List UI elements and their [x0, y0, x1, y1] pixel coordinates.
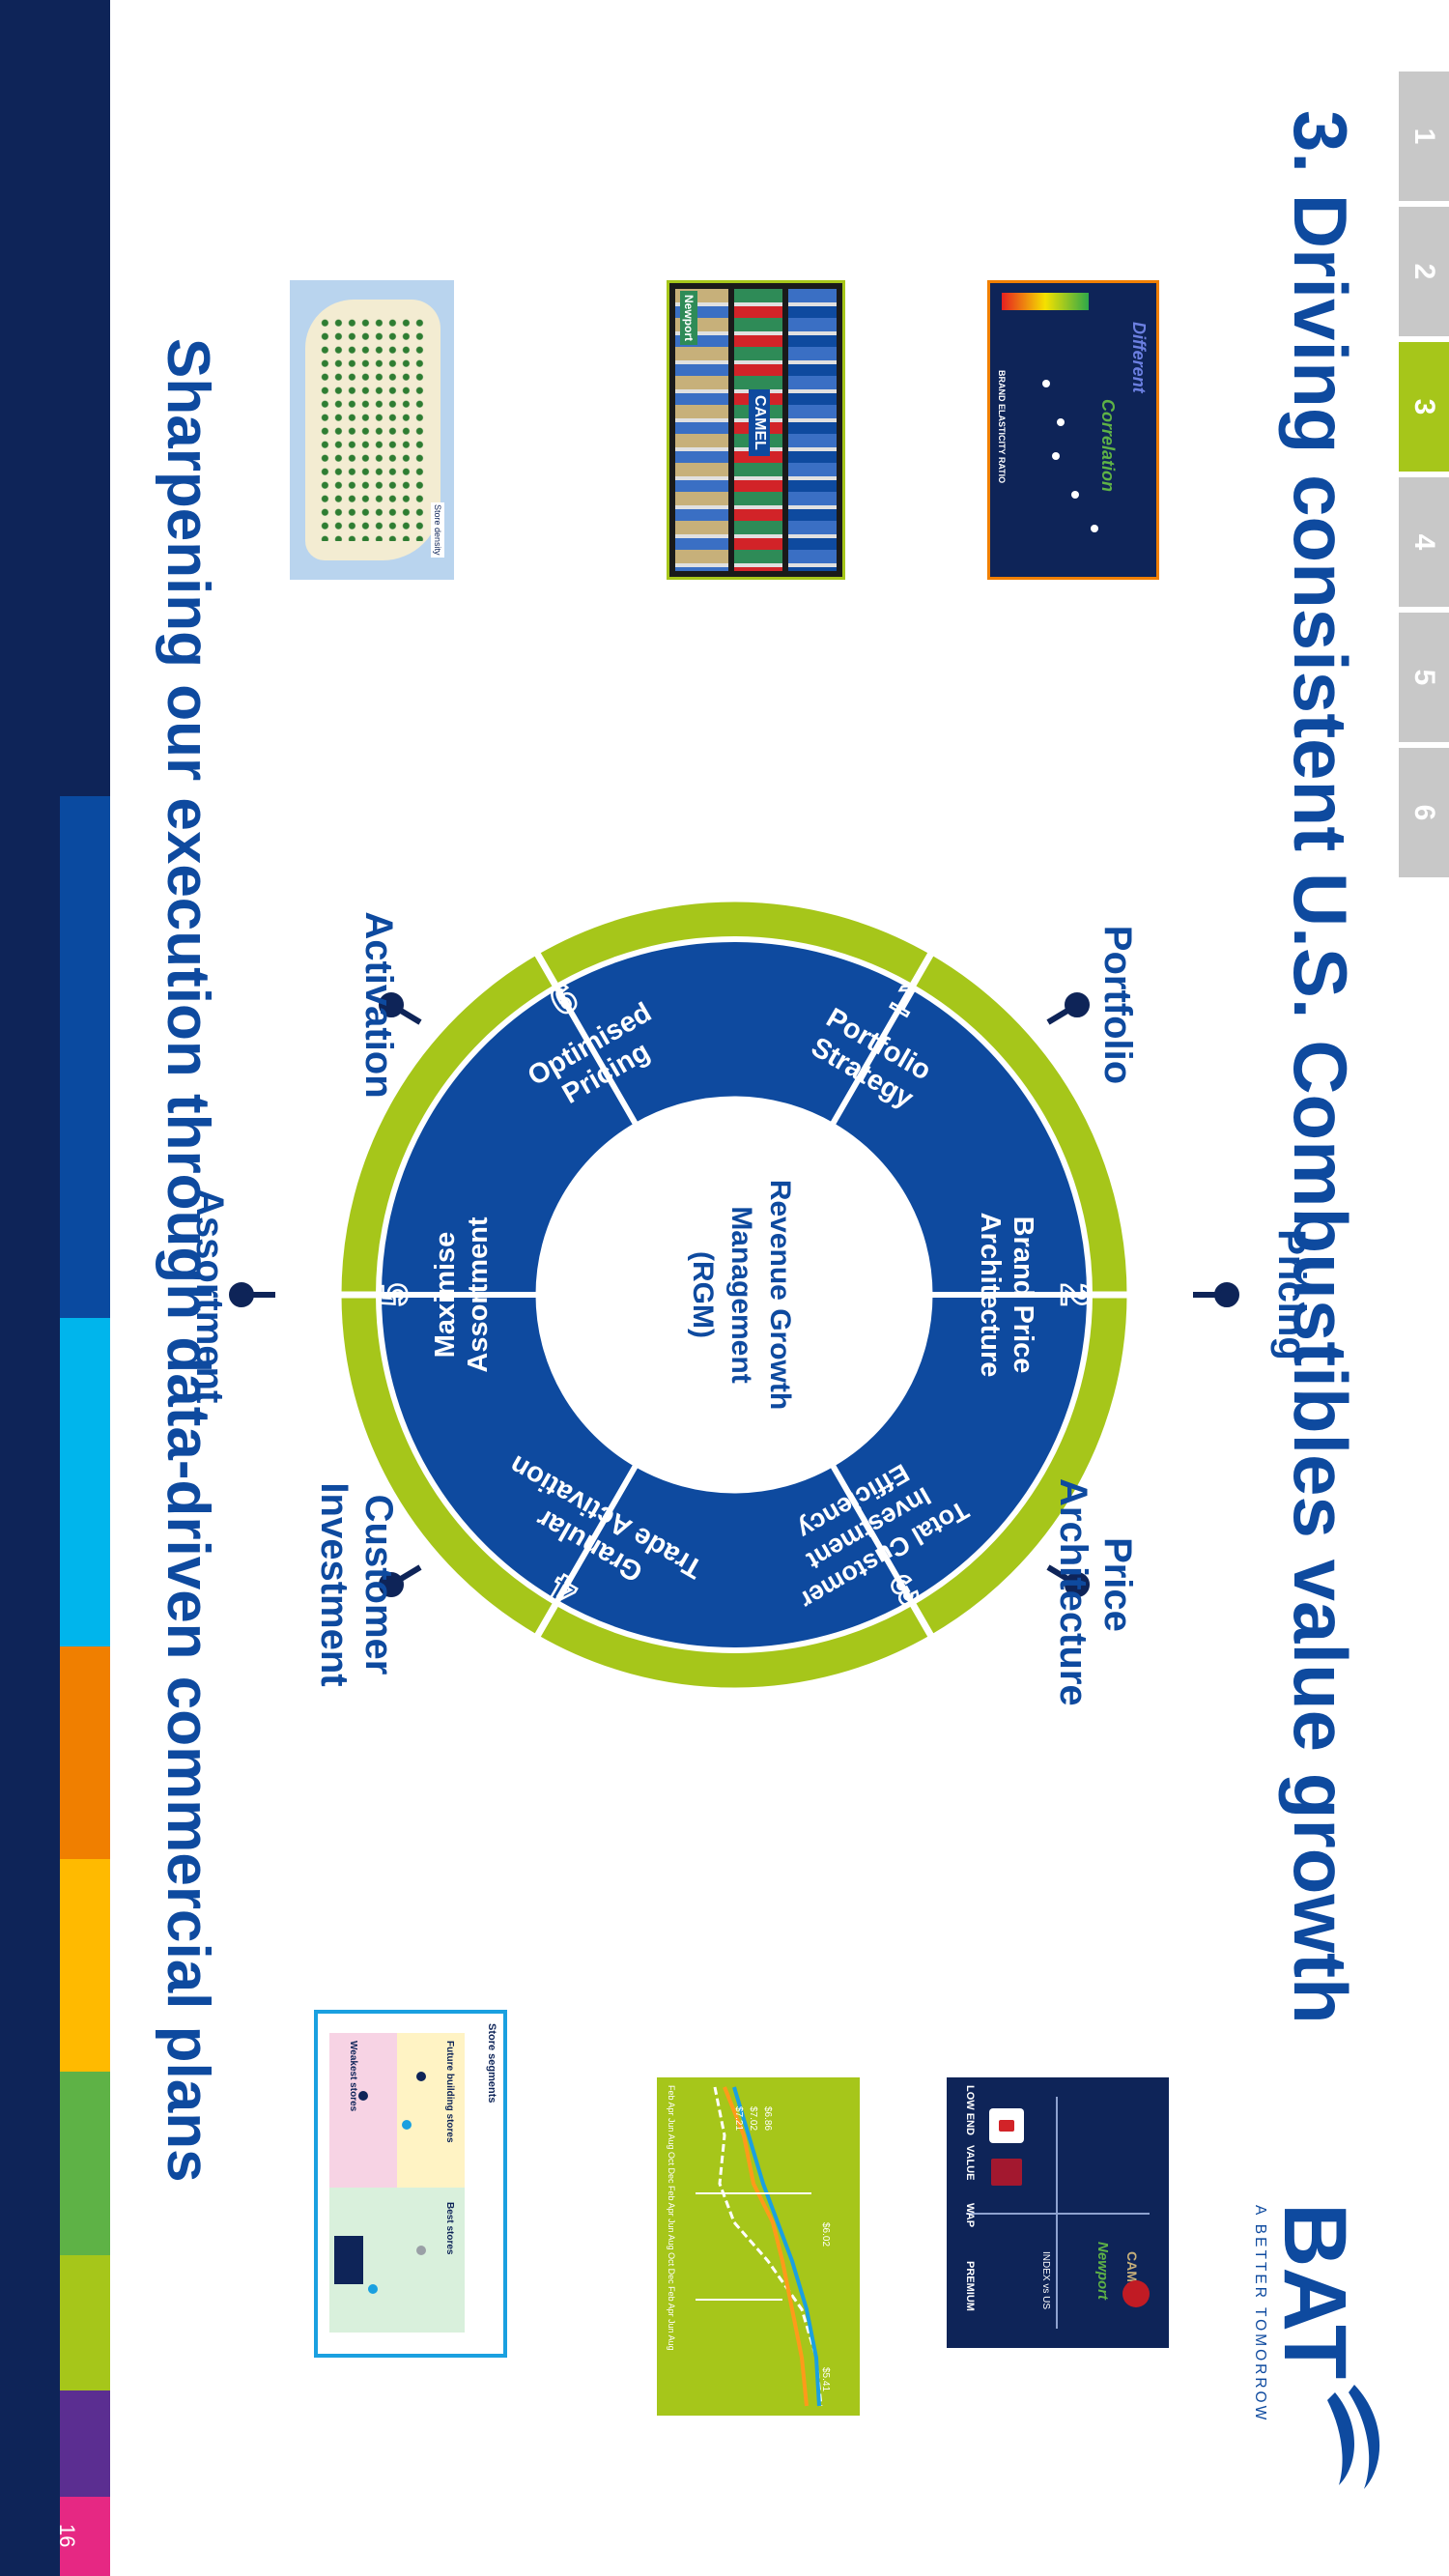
grid-premium: PREMIUM [964, 2261, 976, 2311]
logo-swoosh-lower [1327, 2392, 1354, 2485]
shelf-row-1 [788, 289, 837, 571]
grid-brand-logo-b [991, 2159, 1022, 2186]
grid-brand-newport: Newport [1094, 2242, 1111, 2300]
inner-segment-2 [828, 1292, 1094, 1607]
segment-5-line-2: Assortment [463, 1216, 494, 1372]
stripe-cyan [60, 1318, 110, 1646]
center-line-2: Management [725, 1206, 757, 1383]
segment-5-line-1: Maximise [430, 1232, 461, 1359]
grid-low-end: LOW END [964, 2085, 976, 2135]
shelf-brand-newport: Newport [680, 291, 697, 345]
trend-value-5: $5.41 [820, 2367, 831, 2392]
shelf-brand-camel: CAMEL [749, 389, 770, 456]
scatter-heading-b: Correlation [1098, 399, 1118, 493]
trend-line-1 [713, 2086, 823, 2407]
thumbnail-portfolio-grid: LOW END VALUE WAP PREMIUM INDEX vs US Ne… [947, 2077, 1169, 2348]
wheel-inner-ring [375, 936, 1094, 1653]
scatter-point [1071, 491, 1079, 499]
trend-months: Feb Apr Jun Aug Oct Dec Feb Apr Jun Aug … [667, 2085, 676, 2351]
rgm-wheel: 1 Portfolio Strategy 2 Brand Price Archi… [334, 895, 1134, 1695]
stripe-lime [60, 2255, 110, 2390]
matrix-title: Store segments [486, 2023, 497, 2104]
thumbnail-assortment-shelf: CAMEL Newport [667, 280, 845, 580]
pin-activation-dot [1065, 1572, 1090, 1597]
scatter-point [1052, 452, 1060, 460]
stripe-yellow [60, 1859, 110, 2072]
thumbnail-price-trend: Feb Apr Jun Aug Oct Dec Feb Apr Jun Aug … [657, 2077, 860, 2416]
trend-value-4: $6.02 [820, 2222, 831, 2247]
scatter-point [1057, 418, 1065, 426]
grid-axis-horizontal [1056, 2097, 1058, 2329]
thumbnail-pricing-scatter: Different Correlation BRAND ELASTICITY R… [987, 280, 1159, 580]
page-number: 16 [55, 2524, 79, 2548]
pin-customer-dot [229, 1282, 254, 1307]
map-store-dots [319, 319, 425, 541]
inner-segment-1 [828, 983, 1094, 1298]
stripe-orange [60, 1646, 110, 1859]
category-activation: Activation [357, 911, 400, 1099]
footer-subtitle: Sharpening our execution through data-dr… [155, 338, 221, 2183]
wheel-center [543, 1103, 925, 1486]
segment-2-line-2: Architecture [975, 1213, 1006, 1378]
scatter-heading-a: Different [1129, 322, 1149, 393]
thumbnail-customer-matrix: Store segments Best stores Future buildi… [314, 2010, 507, 2358]
segment-number-5: 5 [370, 1283, 415, 1305]
matrix-dot [416, 2246, 426, 2255]
bat-logo: BAT A BETTER TOMORROW [1252, 2203, 1379, 2489]
pin-portfolio-dot [1065, 992, 1090, 1017]
pin-price-dot [1214, 1282, 1239, 1307]
matrix-dot [402, 2120, 412, 2130]
matrix-quadrant-weakest [329, 2033, 397, 2188]
price-trend-lines [696, 2086, 823, 2407]
trend-value-3: $6.86 [762, 2106, 773, 2132]
matrix-future-label: Future building stores [444, 2041, 455, 2143]
map-legend: Store density [431, 502, 444, 558]
stripe-purple [60, 2390, 110, 2497]
matrix-weakest-label: Weakest stores [348, 2041, 358, 2112]
logo-tagline: A BETTER TOMORROW [1252, 2205, 1268, 2422]
pin-assortment-dot [379, 992, 404, 1017]
inner-segment-3 [552, 1460, 917, 1653]
matrix-best-label: Best stores [444, 2202, 455, 2255]
scatter-point [1042, 380, 1050, 387]
matrix-dot [416, 2072, 426, 2081]
logo-swoosh-upper [1349, 2385, 1379, 2489]
matrix-dot [358, 2091, 368, 2101]
matrix-callout [334, 2236, 363, 2284]
center-line-1: Revenue Growth [764, 1180, 796, 1410]
trend-line-3 [732, 2086, 821, 2407]
stripe-blue [60, 796, 110, 1318]
category-portfolio: Portfolio [1096, 925, 1139, 1085]
inner-segment-5 [375, 983, 640, 1298]
scatter-scale [1002, 293, 1089, 310]
grid-brand-logo-a-mark [999, 2120, 1014, 2132]
segment-2-line-1: Brand Price [1008, 1216, 1038, 1374]
pin-pricing-dot [379, 1572, 404, 1597]
grid-axis-vertical [966, 2213, 1150, 2215]
grid-axis-label: INDEX vs US [1040, 2251, 1051, 2310]
color-stripe [60, 796, 110, 2576]
trend-value-1: $7.21 [733, 2106, 744, 2132]
trend-line-2 [723, 2086, 809, 2407]
center-line-3: (RGM) [687, 1251, 719, 1338]
inner-segment-4 [375, 1292, 640, 1607]
trend-value-2: $7.02 [748, 2106, 758, 2132]
scatter-point [1091, 525, 1098, 532]
grid-wap: WAP [964, 2203, 976, 2228]
inner-segment-6 [552, 936, 917, 1130]
grid-value: VALUE [964, 2145, 976, 2181]
segment-number-2: 2 [1053, 1283, 1098, 1305]
thumbnail-activation-map: Store density [290, 280, 454, 580]
matrix-dot [368, 2284, 378, 2294]
category-pricing: Pricing [1270, 1229, 1313, 1360]
grid-brand-logo-c [1122, 2280, 1150, 2307]
logo-wordmark: BAT [1265, 2203, 1364, 2379]
scatter-axis: BRAND ELASTICITY RATIO [997, 370, 1007, 484]
stripe-green [60, 2072, 110, 2255]
